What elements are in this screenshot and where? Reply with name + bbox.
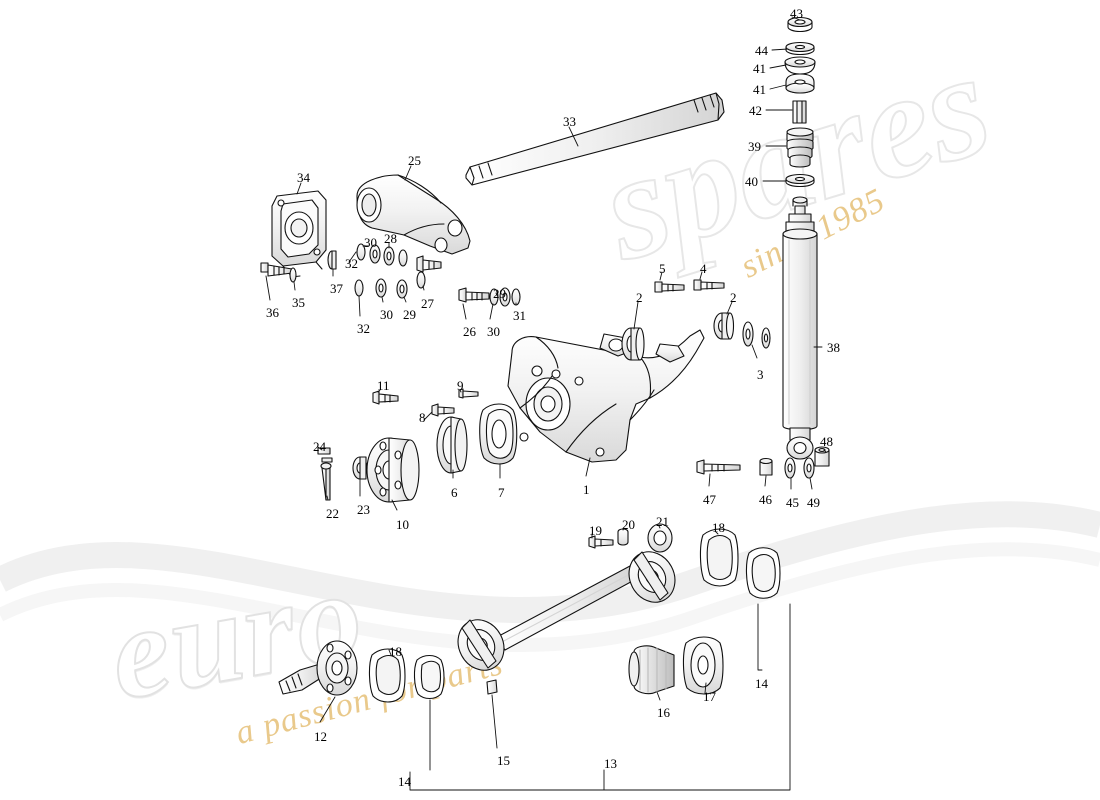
callout-30b: 30 xyxy=(380,307,393,322)
callout-29b: 29 xyxy=(493,286,506,301)
callout-19: 19 xyxy=(589,523,602,538)
callout-2a: 2 xyxy=(636,290,643,305)
callout-2b: 2 xyxy=(730,290,737,305)
callout-41b: 41 xyxy=(753,82,766,97)
callout-18a: 18 xyxy=(389,644,402,659)
callout-35: 35 xyxy=(292,295,305,310)
callout-17: 17 xyxy=(703,689,716,704)
callout-34: 34 xyxy=(297,170,310,185)
callout-40: 40 xyxy=(745,174,758,189)
callout-1: 1 xyxy=(583,482,590,497)
callout-44: 44 xyxy=(755,43,768,58)
callout-32a: 32 xyxy=(345,256,358,271)
callout-4: 4 xyxy=(700,261,707,276)
callout-25: 25 xyxy=(408,153,421,168)
callout-32b: 32 xyxy=(357,321,370,336)
callout-3: 3 xyxy=(757,367,764,382)
callout-38: 38 xyxy=(827,340,840,355)
callout-20: 20 xyxy=(622,517,635,532)
callout-31: 31 xyxy=(513,308,526,323)
callout-47: 47 xyxy=(703,492,716,507)
callout-8: 8 xyxy=(419,410,426,425)
callout-30a: 30 xyxy=(364,235,377,250)
callout-7: 7 xyxy=(498,485,505,500)
callout-45: 45 xyxy=(786,495,799,510)
callout-6: 6 xyxy=(451,485,458,500)
callout-28: 28 xyxy=(384,231,397,246)
callout-42: 42 xyxy=(749,103,762,118)
callout-15: 15 xyxy=(497,753,510,768)
callout-41a: 41 xyxy=(753,61,766,76)
callout-5: 5 xyxy=(659,261,666,276)
callout-21: 21 xyxy=(656,514,669,529)
callout-29a: 29 xyxy=(403,307,416,322)
callout-27: 27 xyxy=(421,296,434,311)
callout-39: 39 xyxy=(748,139,761,154)
callout-14b: 14 xyxy=(755,676,768,691)
callout-36: 36 xyxy=(266,305,279,320)
callout-16: 16 xyxy=(657,705,670,720)
callout-30c: 30 xyxy=(487,324,500,339)
callout-26: 26 xyxy=(463,324,476,339)
callout-33: 33 xyxy=(563,114,576,129)
callout-24: 24 xyxy=(313,439,326,454)
callout-14a: 14 xyxy=(398,774,411,789)
callout-37: 37 xyxy=(330,281,343,296)
callout-49: 49 xyxy=(807,495,820,510)
callout-13: 13 xyxy=(604,756,617,771)
callout-43: 43 xyxy=(790,6,803,21)
callout-23: 23 xyxy=(357,502,370,517)
callout-10: 10 xyxy=(396,517,409,532)
callout-46: 46 xyxy=(759,492,772,507)
callout-9: 9 xyxy=(457,378,464,393)
callout-48: 48 xyxy=(820,434,833,449)
callout-11: 11 xyxy=(377,378,390,393)
callout-12: 12 xyxy=(314,729,327,744)
callout-18b: 18 xyxy=(712,520,725,535)
callout-22: 22 xyxy=(326,506,339,521)
